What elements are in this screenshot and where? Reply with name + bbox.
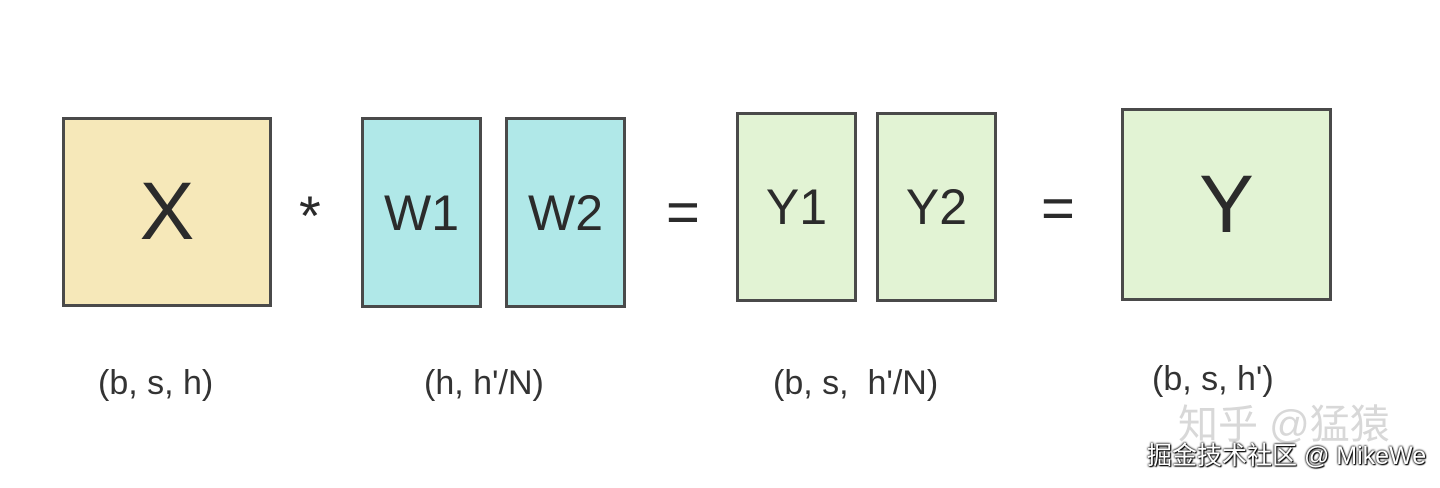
dimension-label-x: (b, s, h)	[98, 364, 214, 402]
matrix-y-label: Y	[1199, 158, 1254, 250]
matrix-w2-box: W2	[505, 117, 626, 308]
matrix-y1-box: Y1	[736, 112, 857, 302]
matrix-y2-label: Y2	[905, 179, 968, 235]
dimension-label-y-parts: (b, s, h'/N)	[773, 364, 939, 402]
equals-operator-1: =	[666, 180, 700, 245]
matrix-y-box: Y	[1121, 108, 1332, 301]
multiply-operator: *	[299, 184, 321, 247]
dimension-label-y: (b, s, h')	[1152, 360, 1274, 398]
matrix-w1-label: W1	[384, 184, 459, 241]
matrix-w1-box: W1	[361, 117, 482, 308]
dimension-label-w: (h, h'/N)	[424, 364, 544, 402]
equals-operator-2: =	[1041, 176, 1075, 241]
matrix-y1-label: Y1	[765, 179, 828, 235]
matrix-x-box: X	[62, 117, 272, 307]
matrix-y2-box: Y2	[876, 112, 997, 302]
matrix-w2-label: W2	[528, 184, 603, 241]
juejin-watermark: 掘金技术社区 @ MikeWe	[1147, 442, 1427, 470]
zhihu-watermark: 知乎 @猛猿	[1178, 403, 1390, 447]
matrix-x-label: X	[139, 166, 195, 257]
